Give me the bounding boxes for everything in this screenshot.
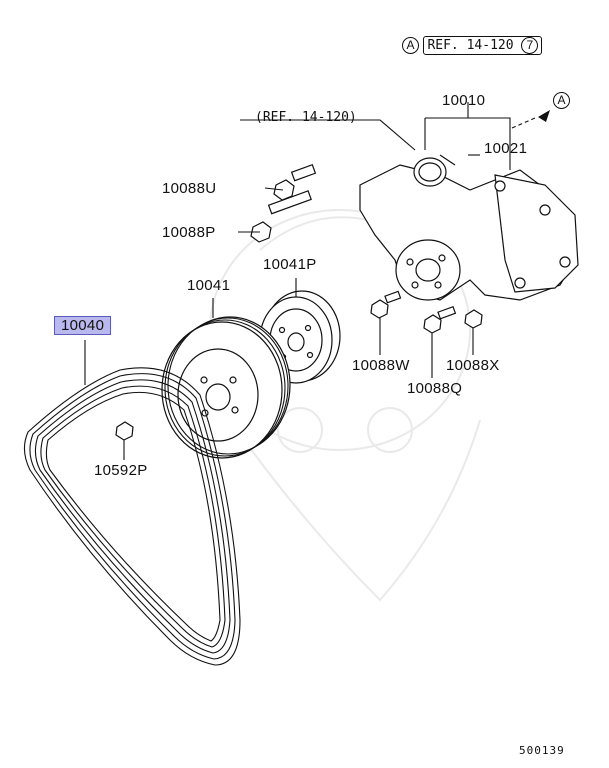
ref-text: REF. 14-120 <box>427 38 514 53</box>
bolt-10088u[interactable] <box>264 163 317 201</box>
arrow-marker-a: A <box>553 92 570 110</box>
label-10088x[interactable]: 10088X <box>446 357 500 374</box>
ref-marker-a: A <box>402 37 419 54</box>
belt-10040[interactable] <box>23 340 241 666</box>
label-10010[interactable]: 10010 <box>442 92 486 109</box>
label-10088p[interactable]: 10088P <box>162 224 216 241</box>
label-10088w[interactable]: 10088W <box>352 357 410 374</box>
bolt-10088x[interactable] <box>464 309 483 355</box>
label-10040[interactable]: 10040 <box>54 316 112 335</box>
label-10088u[interactable]: 10088U <box>162 180 217 197</box>
bolt-10088w[interactable] <box>370 290 402 355</box>
ref-suffix: 7 <box>521 37 539 54</box>
label-10041[interactable]: 10041 <box>187 277 231 294</box>
pulley-10041[interactable] <box>161 298 291 459</box>
bolt-10592p[interactable] <box>115 421 134 460</box>
water-pump-assembly[interactable] <box>359 157 579 301</box>
ref-box[interactable]: REF. 14-120 7 <box>423 36 543 55</box>
ref-left-callout[interactable]: (REF. 14-120) <box>255 110 357 125</box>
header-ref: A REF. 14-120 7 <box>402 36 543 55</box>
label-10088q[interactable]: 10088Q <box>407 380 463 397</box>
bolt-10088p[interactable] <box>238 190 312 243</box>
label-10592p[interactable]: 10592P <box>94 462 148 479</box>
label-10021[interactable]: 10021 <box>484 140 528 157</box>
diagram-number: 500139 <box>519 744 565 757</box>
gasket-leader <box>240 102 511 170</box>
arrow-to-a <box>511 110 550 129</box>
bolt-10088q[interactable] <box>423 305 457 378</box>
label-10041p[interactable]: 10041P <box>263 256 317 273</box>
